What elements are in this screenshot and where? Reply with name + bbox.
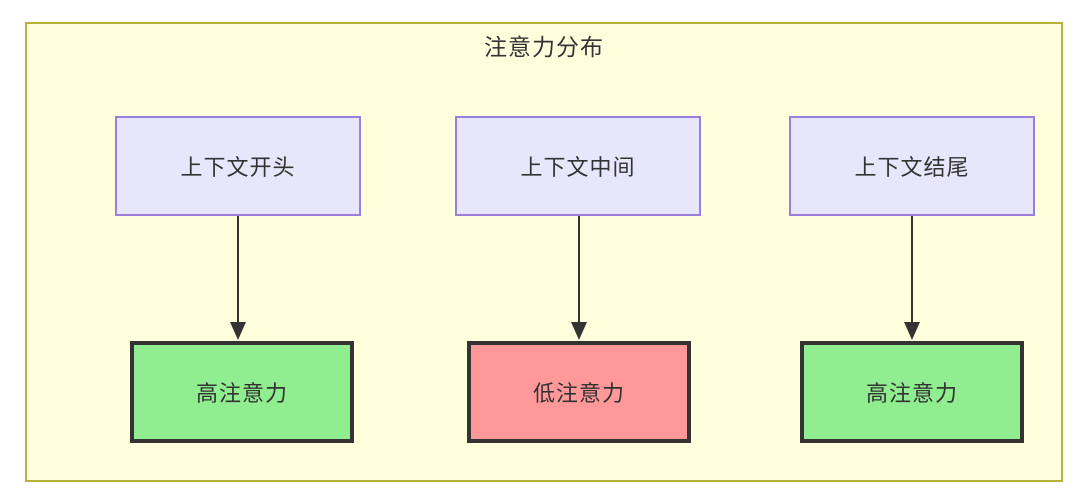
edge-end-to-high-attention <box>901 216 923 342</box>
edge-middle-to-low-attention <box>568 216 590 342</box>
attention-node-high-start-label: 高注意力 <box>195 381 288 406</box>
context-node-middle-label: 上下文中间 <box>520 155 636 180</box>
context-node-start-label: 上下文开头 <box>180 155 296 180</box>
context-node-middle[interactable]: 上下文中间 <box>455 116 701 216</box>
arrowhead-icon <box>230 322 246 340</box>
attention-node-low-middle-label: 低注意力 <box>532 381 625 406</box>
attention-distribution-subgraph: 注意力分布 上下文开头 上下文中间 上下文结尾 <box>25 22 1063 482</box>
attention-node-high-end-label: 高注意力 <box>865 381 958 406</box>
context-node-end-label: 上下文结尾 <box>854 155 970 180</box>
arrowhead-icon <box>904 322 920 340</box>
arrowhead-icon <box>571 322 587 340</box>
context-node-start[interactable]: 上下文开头 <box>115 116 361 216</box>
edge-start-to-high-attention <box>227 216 249 342</box>
context-node-end[interactable]: 上下文结尾 <box>789 116 1035 216</box>
attention-node-low-middle[interactable]: 低注意力 <box>467 341 691 443</box>
subgraph-title: 注意力分布 <box>484 34 604 60</box>
attention-node-high-end[interactable]: 高注意力 <box>800 341 1024 443</box>
attention-node-high-start[interactable]: 高注意力 <box>130 341 354 443</box>
